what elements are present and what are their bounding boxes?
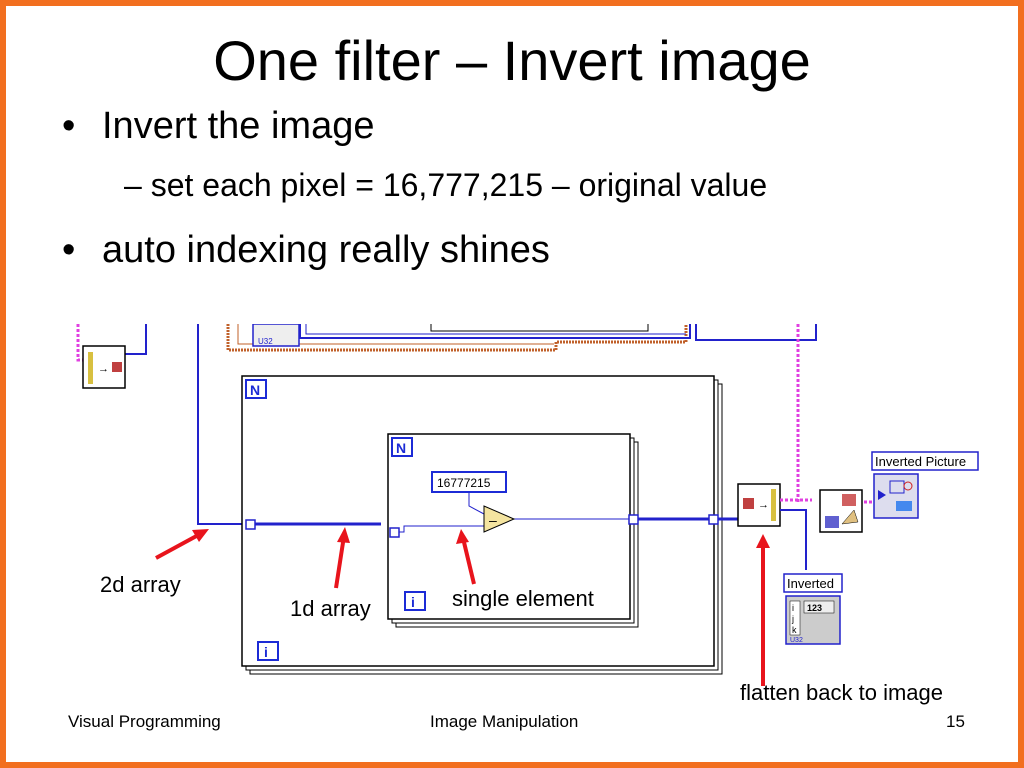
index-j: j bbox=[791, 614, 794, 624]
bullet-1: • Invert the image bbox=[62, 104, 374, 148]
inverted-label: Inverted bbox=[787, 576, 834, 591]
constant-value: 16777215 bbox=[437, 476, 491, 490]
draw-picture-node[interactable] bbox=[819, 489, 863, 533]
svg-text:→: → bbox=[98, 363, 109, 375]
svg-text:→: → bbox=[758, 499, 769, 511]
inverted-array-indicator[interactable]: Inverted i j k 123 U32 bbox=[783, 573, 843, 645]
page-number: 15 bbox=[946, 712, 965, 731]
index-k: k bbox=[792, 625, 797, 635]
slide-title: One filter – Invert image bbox=[213, 29, 811, 92]
unflatten-node[interactable]: → bbox=[82, 345, 126, 389]
inverted-picture-label: Inverted Picture bbox=[875, 454, 966, 469]
bullet-marker: • bbox=[62, 229, 76, 271]
flatten-node[interactable]: → bbox=[737, 483, 781, 527]
sub-bullet: – set each pixel = 16,777,215 – original… bbox=[124, 167, 768, 203]
bullet-2: • auto indexing really shines bbox=[62, 228, 550, 272]
bullet-1-text: Invert the image bbox=[102, 105, 375, 147]
indicator-array-type: U32 bbox=[790, 637, 803, 644]
callout-2d-array: 2d array bbox=[100, 572, 181, 597]
subtract-symbol: – bbox=[489, 512, 497, 528]
bullet-2-text: auto indexing really shines bbox=[102, 229, 550, 271]
callout-flatten: flatten back to image bbox=[740, 680, 944, 705]
subtract-node[interactable]: – bbox=[483, 505, 516, 533]
callout-single-element: single element bbox=[452, 586, 594, 611]
footer-center: Image Manipulation bbox=[430, 712, 579, 731]
numeric-label: 123 bbox=[807, 603, 822, 613]
index-i: i bbox=[792, 603, 794, 613]
inner-iteration-label: i bbox=[411, 594, 415, 610]
bullet-marker: • bbox=[62, 105, 76, 147]
callout-1d-array: 1d array bbox=[290, 596, 371, 621]
top-structures: U32 bbox=[76, 324, 817, 504]
block-diagram: U32 → N i N bbox=[76, 324, 979, 686]
inverted-picture-indicator[interactable]: Inverted Picture bbox=[871, 451, 979, 519]
footer-left: Visual Programming bbox=[68, 712, 221, 731]
inner-count-label: N bbox=[396, 440, 406, 456]
callout-arrows bbox=[155, 527, 770, 686]
outer-iteration-label: i bbox=[264, 644, 268, 660]
outer-count-label: N bbox=[250, 382, 260, 398]
constant-16777215[interactable]: 16777215 bbox=[431, 471, 507, 493]
top-array-type: U32 bbox=[258, 337, 273, 346]
